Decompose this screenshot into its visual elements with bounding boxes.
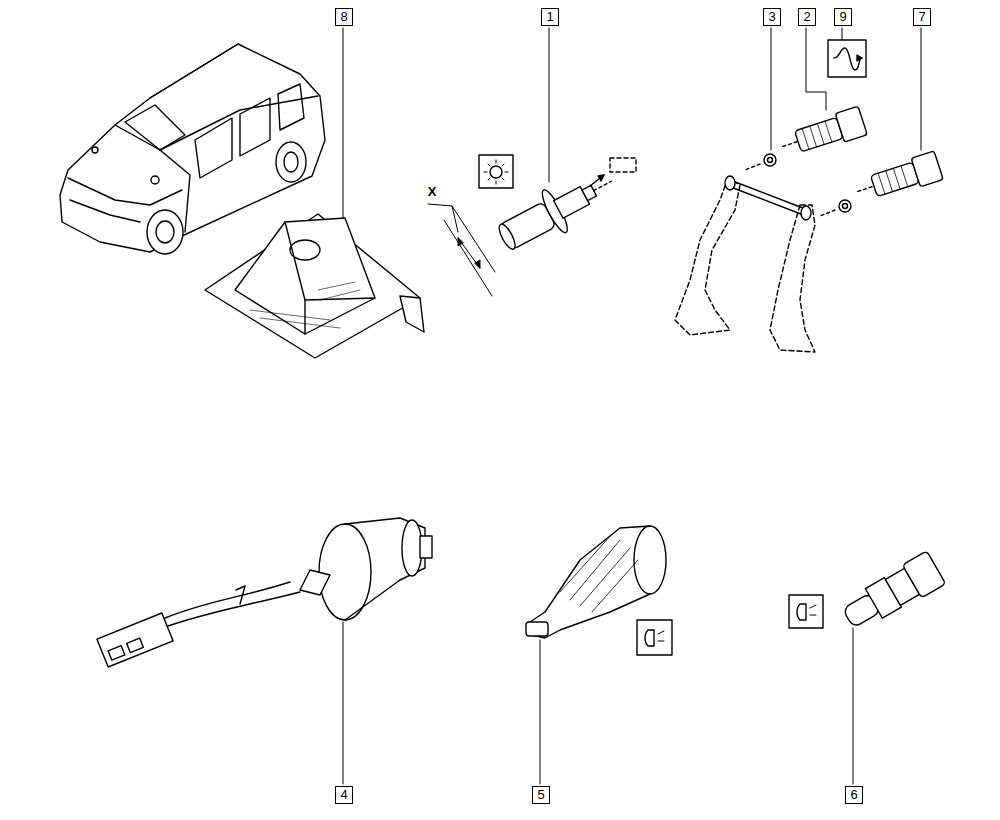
pedal-switch-drawing bbox=[675, 40, 943, 352]
lamp-socket-drawing bbox=[97, 518, 432, 667]
callout-number: 8 bbox=[335, 8, 353, 26]
bulb-holder-drawing bbox=[428, 155, 636, 296]
switch-sensor-drawing bbox=[789, 551, 946, 635]
callout-number: 2 bbox=[798, 8, 816, 26]
bulb-socket-drawing bbox=[526, 526, 672, 655]
callout-number: 9 bbox=[834, 8, 852, 26]
dimension-label: X bbox=[426, 184, 439, 200]
bracket-drawing bbox=[205, 214, 424, 358]
callout-number: 7 bbox=[913, 8, 931, 26]
callout-number: 1 bbox=[541, 8, 559, 26]
callout-number: 3 bbox=[763, 8, 781, 26]
callout-number: 5 bbox=[532, 786, 550, 804]
callout-number: 4 bbox=[335, 786, 353, 804]
leader-lines bbox=[343, 28, 921, 784]
callout-number: 6 bbox=[845, 786, 863, 804]
